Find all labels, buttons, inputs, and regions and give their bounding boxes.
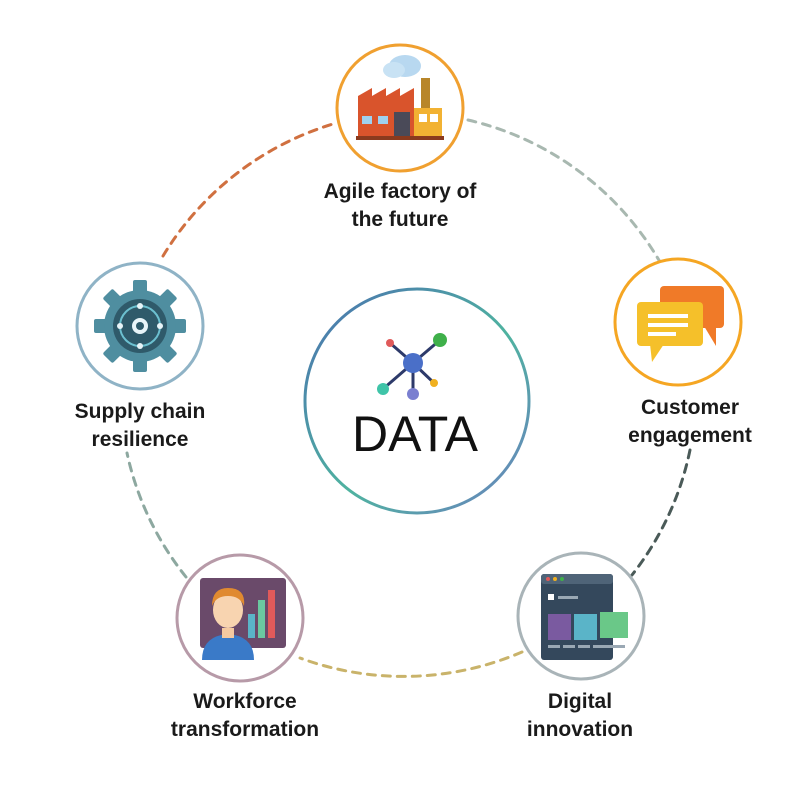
label-workforce-line-1: Workforce <box>193 690 297 713</box>
connector-digital-workforce <box>298 650 524 678</box>
label-supply-line-2: resilience <box>91 428 189 451</box>
node-digital <box>516 551 646 681</box>
center-label: DATA <box>352 406 478 462</box>
presenter-chart-icon <box>200 578 286 660</box>
label-supply-line-1: Supply chain <box>74 400 206 423</box>
connector-factory-customer <box>466 118 662 264</box>
node-supply <box>75 261 205 391</box>
label-digital-line-1: Digital <box>547 690 613 713</box>
network-nodes-icon <box>377 333 447 400</box>
web-dashboard-icon <box>541 574 628 660</box>
connector-customer-digital <box>630 448 692 577</box>
label-factory: Agile factory of the future <box>290 178 510 234</box>
gear-icon <box>94 280 186 372</box>
center-circle <box>303 287 531 515</box>
label-customer-line-1: Customer <box>640 396 740 419</box>
label-factory-line-1: Agile factory of <box>323 180 477 203</box>
label-customer-line-2: engagement <box>628 424 752 447</box>
node-customer <box>613 257 743 387</box>
label-supply: Supply chain resilience <box>55 398 225 454</box>
connector-workforce-supply <box>125 451 188 579</box>
node-factory <box>335 43 465 173</box>
label-digital-line-2: innovation <box>526 718 634 741</box>
label-workforce: Workforce transformation <box>145 688 345 744</box>
label-factory-line-2: the future <box>351 208 449 231</box>
label-customer: Customer engagement <box>600 394 780 450</box>
label-digital: Digital innovation <box>500 688 660 744</box>
chat-bubbles-icon <box>637 286 724 362</box>
node-workforce <box>175 553 305 683</box>
factory-icon <box>356 55 444 140</box>
connector-lines <box>125 118 692 678</box>
label-workforce-line-2: transformation <box>170 718 320 741</box>
connector-supply-factory <box>161 122 335 258</box>
